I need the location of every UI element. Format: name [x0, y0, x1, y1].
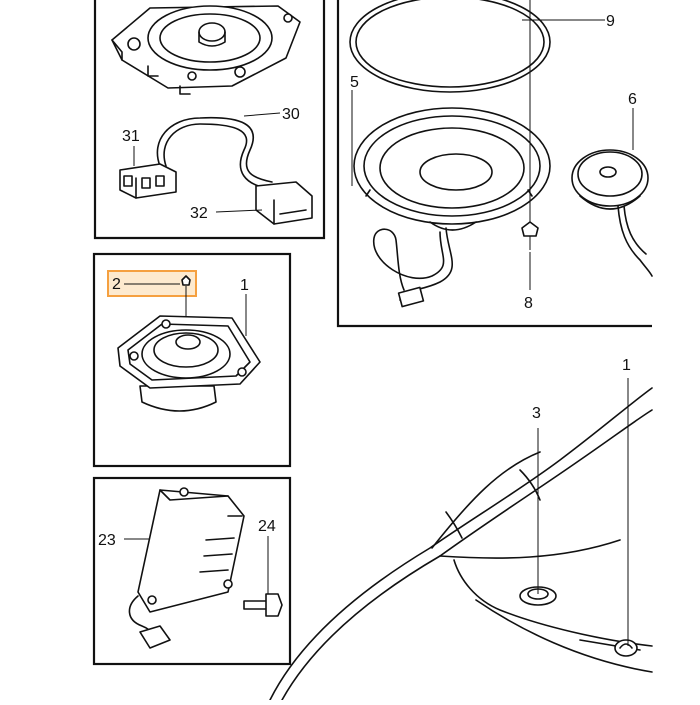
callout-6: 6	[628, 91, 637, 108]
callout-8: 8	[524, 295, 533, 312]
amplifier-drawing	[128, 487, 245, 649]
callout-23: 23	[98, 532, 116, 549]
tweeter-drawing	[117, 315, 261, 412]
harness-drawing	[119, 116, 313, 225]
callout-5: 5	[350, 74, 359, 91]
tiny-screw-drawing	[181, 275, 191, 318]
callout-30: 30	[282, 106, 300, 123]
panel-tweeter: 2 1	[92, 252, 292, 468]
callout-1-car: 1	[622, 357, 631, 374]
callout-31: 31	[122, 128, 140, 145]
car-body-drawing	[269, 387, 653, 701]
door-speaker-drawing	[111, 5, 301, 95]
screw-drawing	[521, 221, 539, 250]
panel-amplifier: 23 24	[92, 476, 292, 666]
small-speaker-drawing: 6	[571, 91, 653, 277]
callout-9: 9	[606, 13, 615, 30]
pillar-tweeter	[614, 639, 638, 657]
panel-woofer: 9 5 8	[336, 0, 652, 328]
callout-24: 24	[258, 518, 276, 535]
bolt-drawing	[243, 593, 283, 617]
panel-door-speaker: 30 31 32	[93, 0, 326, 240]
callout-1-tweeter: 1	[240, 277, 249, 294]
callout-2: 2	[112, 276, 121, 293]
woofer-drawing	[353, 107, 551, 308]
callout-3: 3	[532, 405, 541, 422]
callout-32: 32	[190, 205, 208, 222]
gasket-ring-drawing	[349, 0, 551, 93]
